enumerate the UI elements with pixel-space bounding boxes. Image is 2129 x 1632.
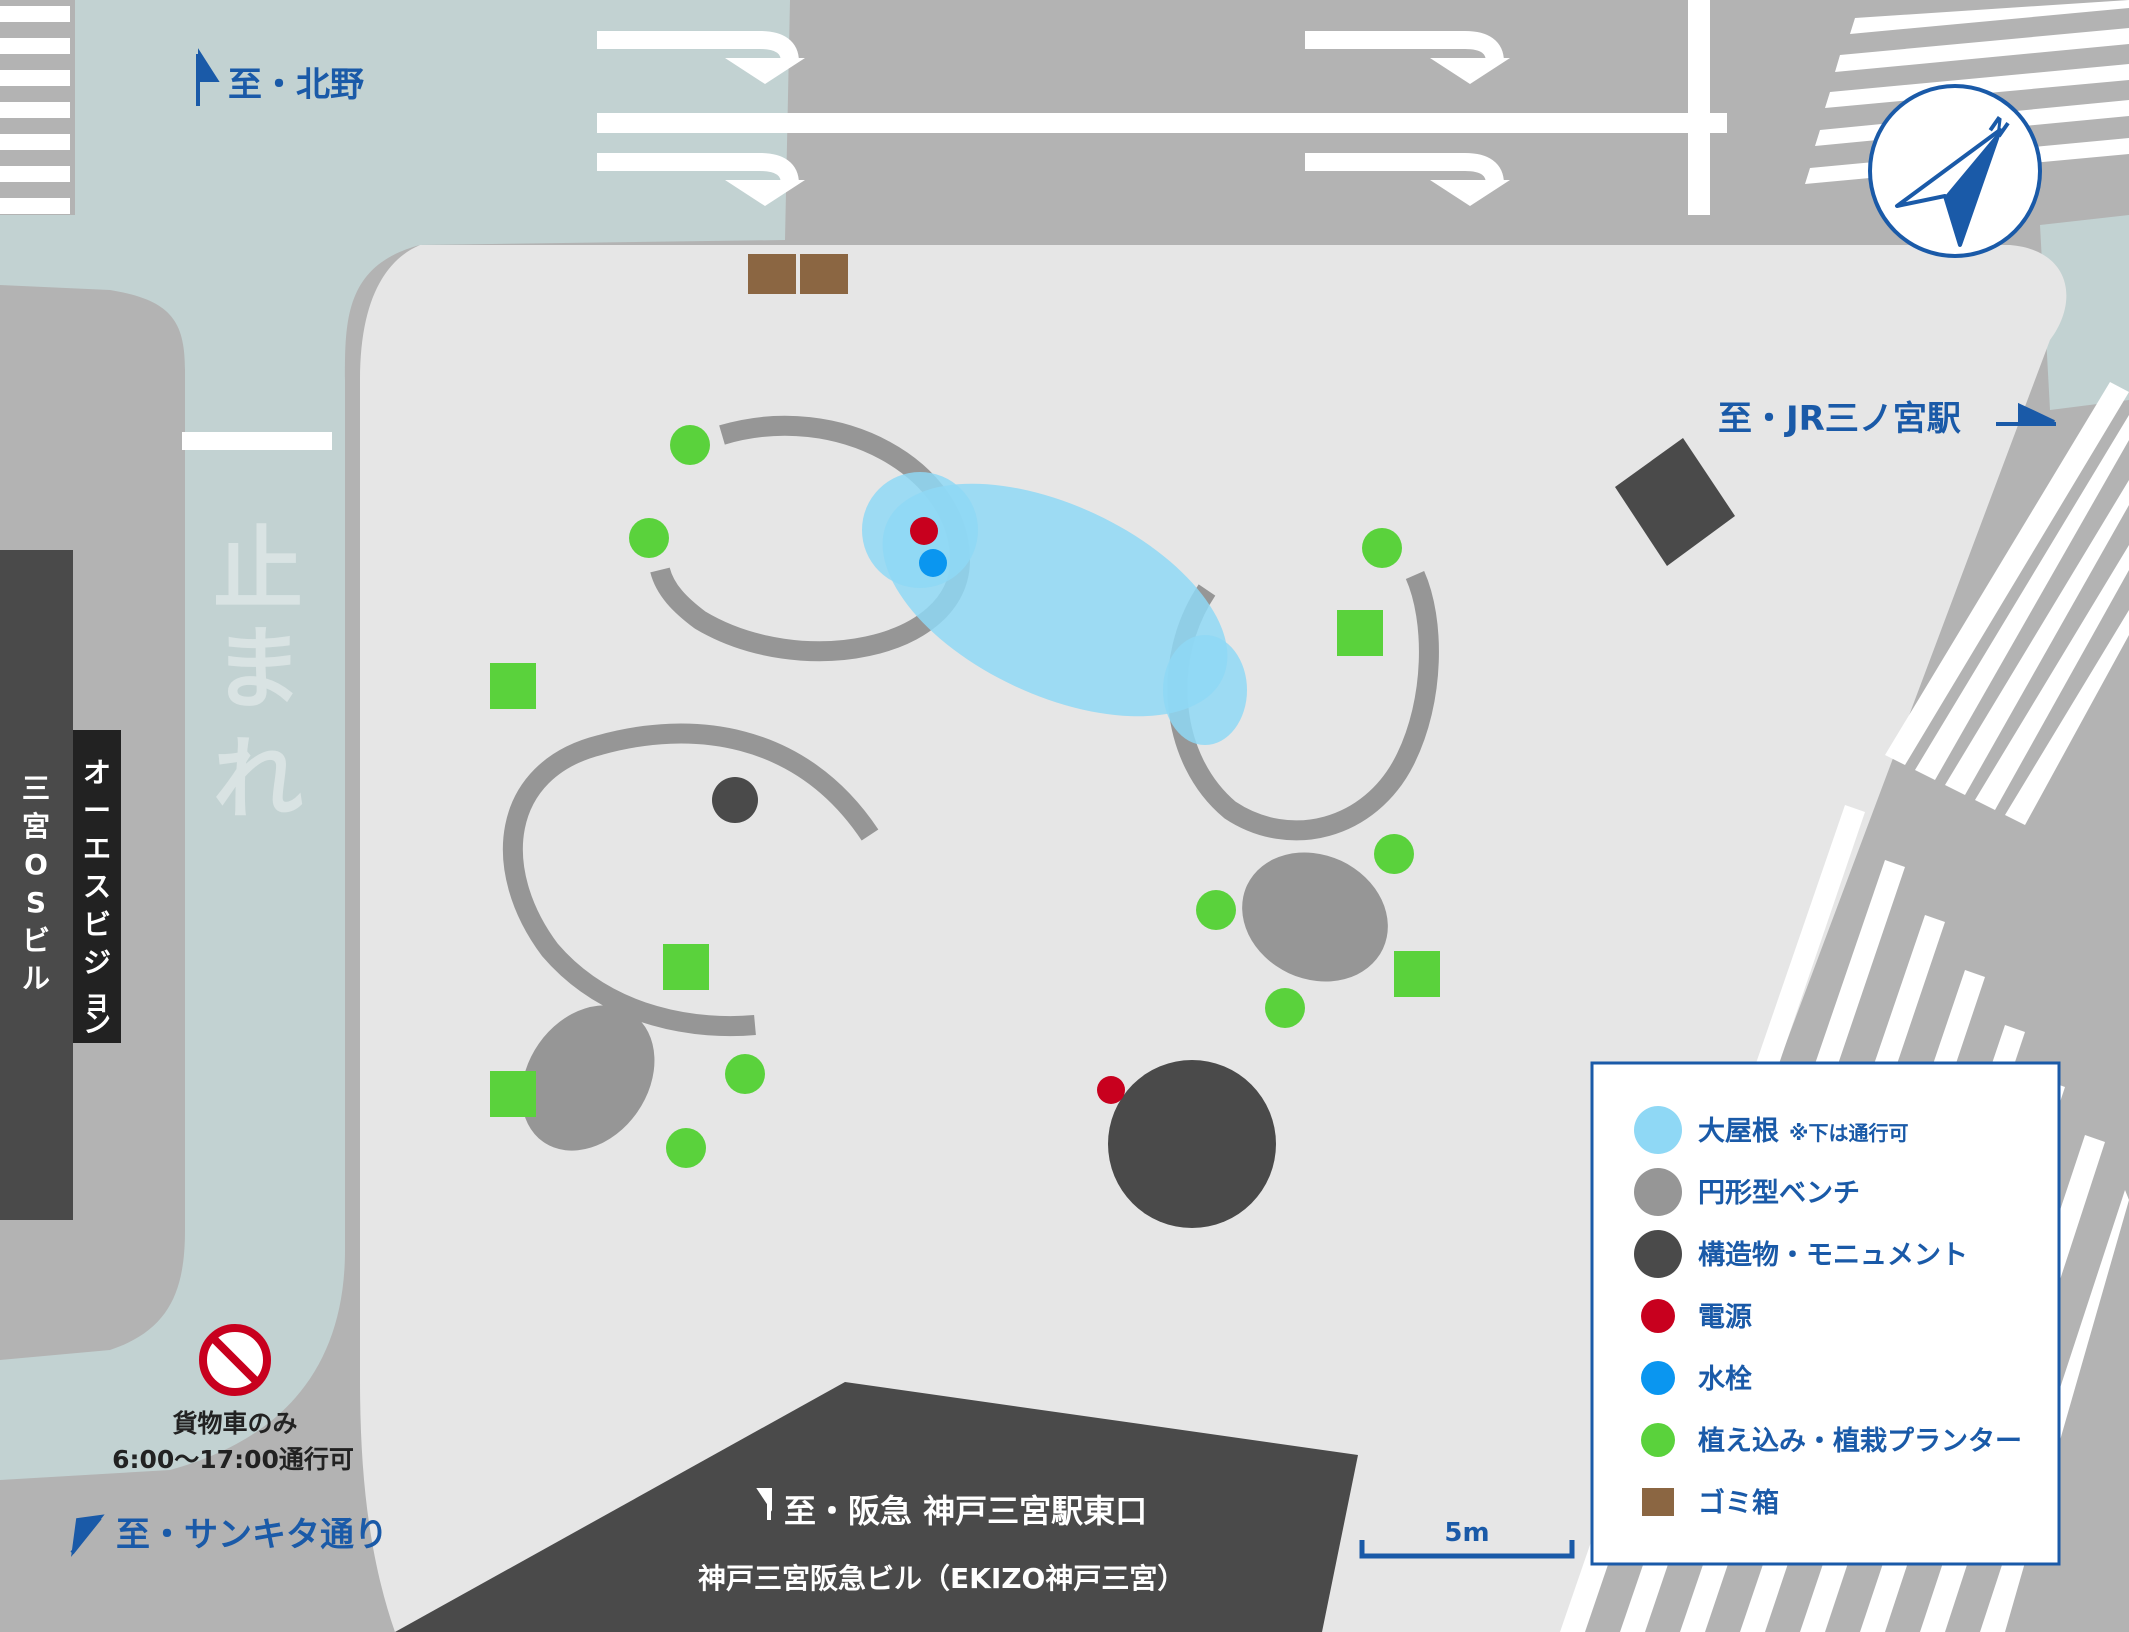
os-vision-char: ス <box>83 870 111 903</box>
legend-label: 電源 <box>1698 1302 1752 1333</box>
os-building-char: 宮 <box>22 810 50 843</box>
legend-note: ※下は通行可 <box>1789 1121 1908 1145</box>
os-building <box>0 550 73 1220</box>
power-outlet <box>1097 1076 1125 1104</box>
stop-char-2: れ <box>213 727 303 832</box>
flag-icon <box>196 48 220 106</box>
os-vision-char: ョ <box>83 984 111 1017</box>
legend-item: 電源 <box>1641 1299 1752 1333</box>
label-to-jr: 至・JR三ノ宮駅 <box>1718 399 2056 439</box>
sidewalk <box>0 0 790 1480</box>
trash-icon <box>1642 1488 1674 1516</box>
label-to-hankyu: 至・阪急 神戸三宮駅東口 神戸三宮阪急ビル（EKIZO神戸三宮） <box>698 1488 1185 1595</box>
turn-arrows <box>597 31 1504 185</box>
legend-label: ゴミ箱 <box>1698 1487 1779 1519</box>
flag-icon <box>756 1488 772 1520</box>
hankyu-building-text: 神戸三宮阪急ビル（EKIZO神戸三宮） <box>698 1562 1185 1595</box>
scale-bar: 5m <box>1359 1518 1575 1559</box>
trash-bin <box>800 254 848 294</box>
to-kitano-text: 至・北野 <box>228 65 364 105</box>
bench-arc-2 <box>502 723 879 1037</box>
os-vision-char: ジ <box>83 946 111 979</box>
big-roof <box>862 472 1247 745</box>
legend-label: 構造物・モニュメント <box>1698 1240 1968 1271</box>
legend-item: 水栓 <box>1641 1361 1752 1395</box>
legend-item: 植え込み・植栽プランター <box>1641 1423 2022 1457</box>
lane-markings <box>182 0 1727 450</box>
os-building-char: O <box>24 848 48 881</box>
bench-round <box>521 1005 655 1151</box>
planter-box <box>490 663 536 709</box>
legend-item: ゴミ箱 <box>1642 1487 1779 1519</box>
to-sankita-text: 至・サンキタ通り <box>116 1515 388 1555</box>
stop-char-1: ま <box>213 617 303 722</box>
hankyu-building <box>395 1382 1358 1632</box>
legend-item: 円形型ベンチ <box>1634 1168 1860 1216</box>
planter-box <box>1337 610 1383 656</box>
planter <box>725 1054 765 1094</box>
legend-item: 構造物・モニュメント <box>1634 1230 1968 1278</box>
water-hydrant <box>919 549 947 577</box>
scale-label: 5m <box>1444 1518 1489 1548</box>
compass: N <box>1868 84 2042 258</box>
planter <box>666 1128 706 1168</box>
os-vision-char: ビ <box>83 908 111 941</box>
monument-icon <box>1634 1230 1682 1278</box>
os-building-char: S <box>26 886 46 919</box>
os-vision-char: ー <box>83 794 111 827</box>
monument <box>712 777 758 823</box>
planter <box>670 425 710 465</box>
legend-label: 大屋根※下は通行可 <box>1698 1116 1908 1147</box>
hydrant-icon <box>1641 1361 1675 1395</box>
planter <box>1362 528 1402 568</box>
no-entry-sign: 貨物車のみ 6:00〜17:00通行可 <box>112 1324 354 1474</box>
planter-boxes <box>490 610 1440 1117</box>
roof-icon <box>1634 1106 1682 1154</box>
to-jr-text: 至・JR三ノ宮駅 <box>1718 399 1961 439</box>
power-outlet <box>910 517 938 545</box>
stop-char-0: 止 <box>213 517 303 622</box>
planter <box>1196 890 1236 930</box>
planters <box>629 425 1414 1168</box>
trash-bin <box>748 254 796 294</box>
flag-icon <box>70 1514 105 1557</box>
crosswalk-right <box>1885 382 2129 825</box>
flag-icon <box>1996 402 2056 426</box>
kiosk-structure <box>1615 438 1735 566</box>
power-icon <box>1641 1299 1675 1333</box>
planter-box <box>663 944 709 990</box>
to-hankyu-text: 至・阪急 神戸三宮駅東口 <box>784 1492 1147 1530</box>
planter <box>629 518 669 558</box>
monument <box>1108 1060 1276 1228</box>
os-vision-char: エ <box>83 832 111 865</box>
os-building-char: ビ <box>22 924 50 957</box>
sidewalk-right <box>2040 215 2129 410</box>
bench-round <box>1242 852 1388 982</box>
bench-icon <box>1634 1168 1682 1216</box>
planter-icon <box>1641 1423 1675 1457</box>
os-vision-char: オ <box>83 756 111 789</box>
turn-arrow-heads <box>725 58 1510 206</box>
legend-label: 円形型ベンチ <box>1698 1178 1860 1209</box>
legend-label: 植え込み・植栽プランター <box>1698 1425 2022 1457</box>
os-vision <box>73 730 121 1043</box>
truck-line1: 貨物車のみ <box>172 1409 297 1438</box>
planter-box <box>1394 951 1440 997</box>
legend-label: 水栓 <box>1698 1364 1752 1395</box>
legend-item: 大屋根※下は通行可 <box>1634 1106 1908 1154</box>
truck-line2: 6:00〜17:00通行可 <box>112 1445 354 1474</box>
stop-marking: 止 ま れ <box>213 517 303 832</box>
label-to-kitano: 至・北野 <box>196 48 364 106</box>
planter <box>1265 988 1305 1028</box>
os-vision-char: ン <box>83 1006 111 1039</box>
planter <box>1374 834 1414 874</box>
planter-box <box>490 1071 536 1117</box>
label-to-sankita: 至・サンキタ通り <box>70 1514 388 1557</box>
os-building-char: ル <box>22 962 50 995</box>
legend: 大屋根※下は通行可円形型ベンチ構造物・モニュメント電源水栓植え込み・植栽プランタ… <box>1590 1061 2061 1566</box>
os-building-char: 三 <box>22 772 50 805</box>
